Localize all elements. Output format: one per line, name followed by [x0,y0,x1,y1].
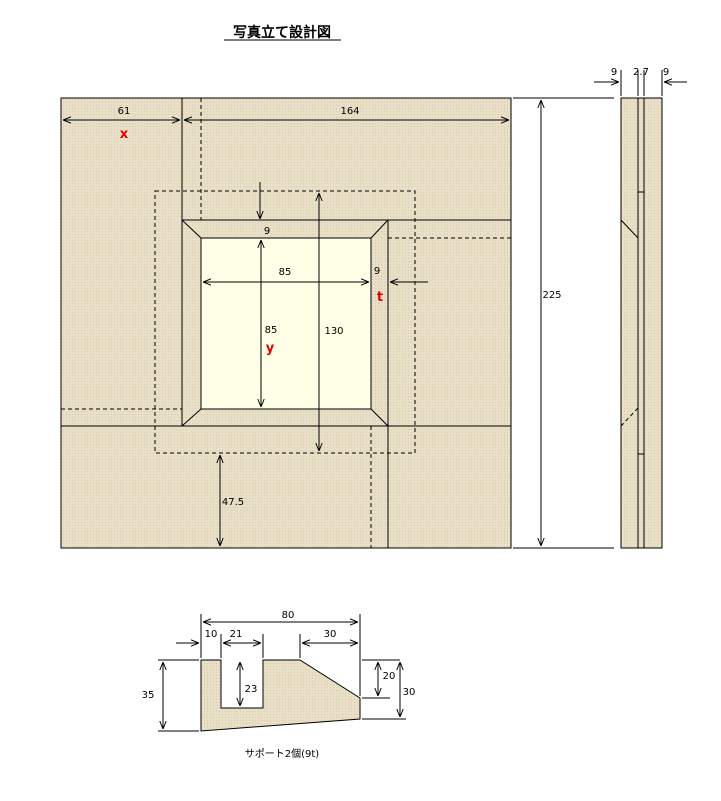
support-shape [200,659,361,732]
side-dim-label-left: 9 [611,67,617,78]
sup-dim-label-10: 10 [205,629,218,640]
var-y-label: y [266,341,275,356]
var-t-label: t [377,290,383,305]
dim-label-bottom-offset: 47.5 [222,497,244,508]
sup-dim-label-30: 30 [324,629,337,640]
dim-label-frame-top: 9 [264,226,270,237]
frame-miter-bl [181,408,202,427]
sup-dim-label-23: 23 [245,684,258,695]
dim-label-window-height: 85 [265,325,278,336]
frame-miter-tr [370,219,389,239]
dim-label-61: 61 [118,106,131,117]
side-dim-label-middle: 2.7 [633,67,649,78]
sup-dim-label-20: 20 [383,671,396,682]
side-board [620,97,663,549]
drawing-title: 写真立て設計図 [233,24,331,41]
sup-dim-label-30h: 30 [403,687,416,698]
photo-window [200,237,372,410]
side-view: 9 2.7 9 [594,67,687,549]
var-x-label: x [120,127,129,142]
side-dim-label-right: 9 [663,67,669,78]
dim-label-164: 164 [340,106,359,117]
hidden-support-outline [154,190,416,454]
dim-label-inner-height: 130 [324,326,343,337]
front-view: 61 x 164 9 85 9 t 85 y 130 47.5 [60,97,512,549]
sup-dim-label-35: 35 [142,690,155,701]
total-height-dimension: 225 [513,97,614,549]
frame-miter-br [370,408,389,427]
sup-dim-label-80: 80 [282,610,295,621]
support-piece: 80 10 21 30 35 23 20 30 サポート2個(9t) [142,610,416,760]
support-caption: サポート2個(9t) [245,747,320,760]
dim-label-225: 225 [542,290,561,301]
side-bevel-top [620,219,639,239]
frame-miter-tl [181,219,202,239]
sup-dim-label-21: 21 [230,629,243,640]
dim-label-window-width: 85 [279,267,292,278]
dim-label-frame-side: 9 [374,266,380,277]
